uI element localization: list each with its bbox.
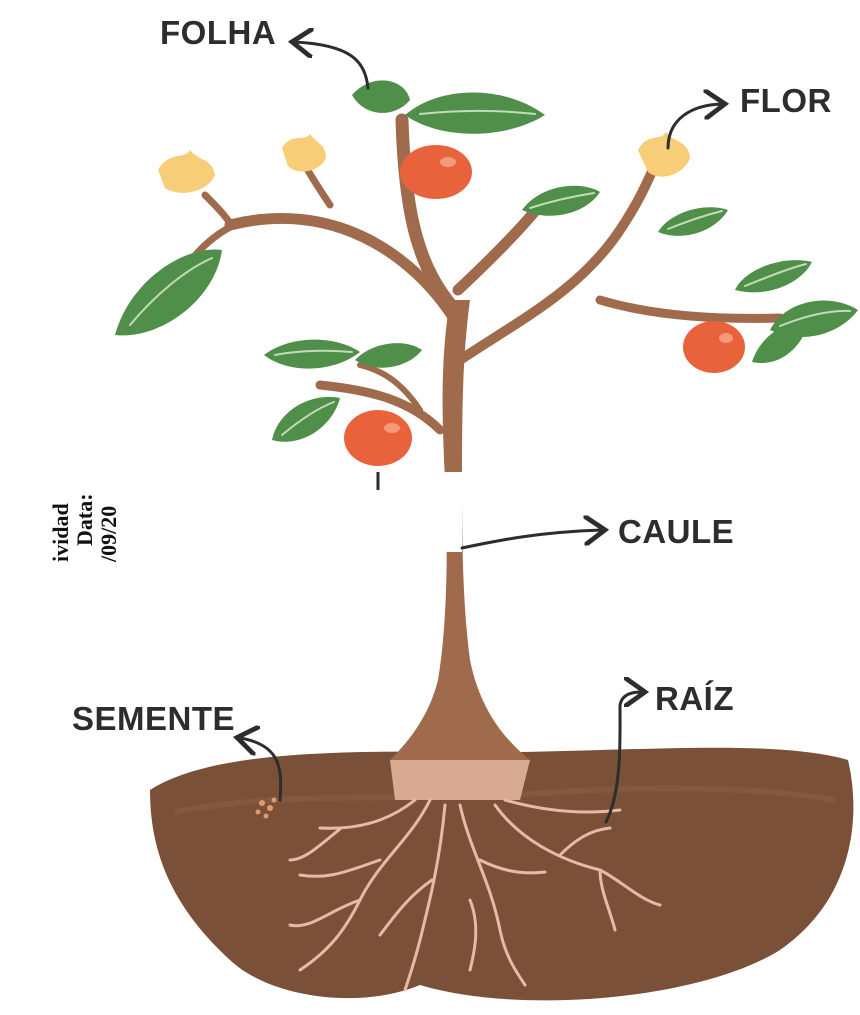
label-raiz: RAÍZ	[655, 680, 734, 717]
folha-arrow	[295, 42, 368, 88]
leaf	[355, 343, 422, 368]
label-folha: FOLHA	[160, 14, 276, 51]
flower	[638, 132, 690, 177]
label-semente: SEMENTE	[72, 700, 235, 737]
caule-arrow	[462, 530, 602, 548]
side-text-line1: ividad	[48, 503, 73, 562]
side-text-line3: /09/20	[96, 506, 121, 563]
flower	[158, 150, 215, 193]
fruit	[683, 321, 745, 373]
label-caule: CAULE	[618, 513, 734, 550]
leaf	[522, 186, 600, 216]
overlay-blank	[378, 472, 462, 552]
fruit	[400, 145, 472, 199]
label-flor: FLOR	[740, 82, 832, 119]
leaf	[352, 80, 410, 113]
fruit	[344, 410, 412, 466]
flower	[282, 134, 326, 172]
side-text-line2: Data:	[72, 493, 97, 546]
branches	[190, 120, 780, 430]
side-text: ividad Data: /09/20	[48, 493, 121, 563]
